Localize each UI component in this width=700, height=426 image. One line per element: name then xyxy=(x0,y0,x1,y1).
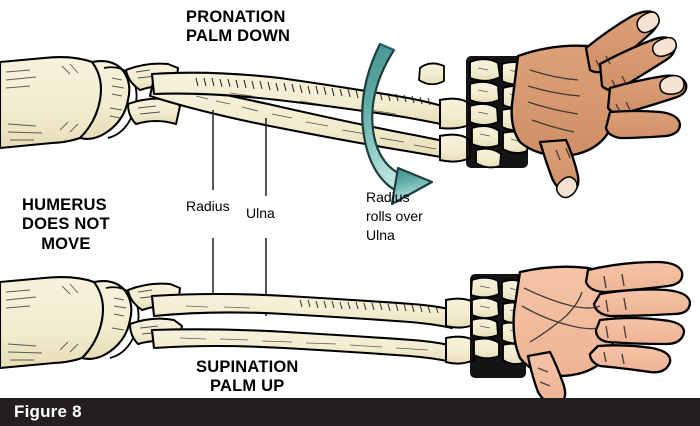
label-radius-top: Radius xyxy=(186,198,230,214)
figure-number-label: Figure 8 xyxy=(14,402,82,421)
humerus-bone-top xyxy=(0,56,138,150)
figure-banner: Figure 8 xyxy=(0,398,700,426)
humerus-line-3: MOVE xyxy=(41,234,91,253)
label-ulna-top: Ulna xyxy=(246,205,275,221)
humerus-bone-bottom xyxy=(0,276,140,370)
hand-bones-top xyxy=(418,56,530,169)
supination-line-1: SUPINATION xyxy=(196,358,299,376)
rolls-line-3: Ulna xyxy=(366,226,395,243)
pronation-line-2: PALM DOWN xyxy=(186,27,291,46)
rotation-arrow[interactable] xyxy=(361,42,434,206)
humerus-line-1: HUMERUS xyxy=(22,196,107,214)
supinated-arm-group xyxy=(0,260,692,406)
hand-palmar-bottom xyxy=(512,260,692,406)
humerus-line-2: DOES NOT xyxy=(22,215,110,234)
hand-dorsal-top xyxy=(510,10,688,199)
pronation-line-1: PRONATION xyxy=(186,8,286,26)
radius-bone-bottom xyxy=(150,292,454,330)
pronated-arm-group xyxy=(0,10,688,199)
supination-line-2: PALM UP xyxy=(210,377,285,396)
rolls-line-2: rolls over xyxy=(366,207,423,224)
ulna-bone-top xyxy=(150,71,452,128)
rolls-line-1: Radius xyxy=(366,189,410,205)
